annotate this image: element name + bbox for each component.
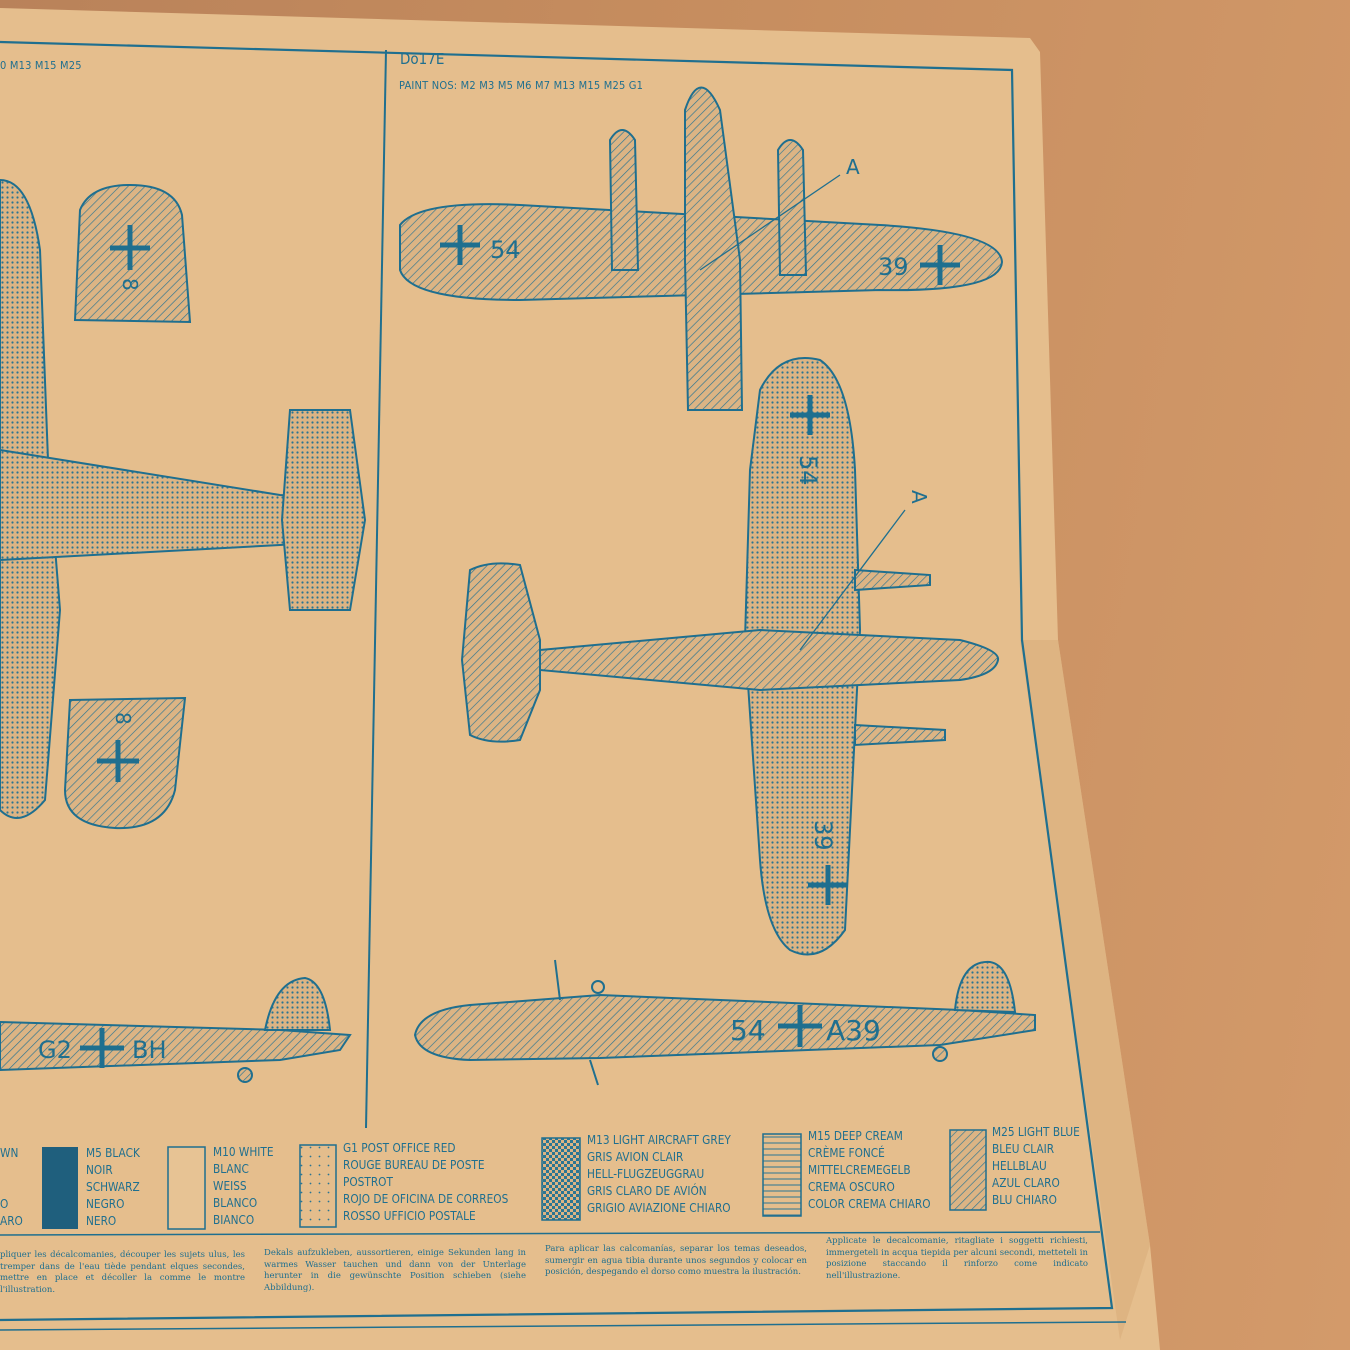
model-title: Do17E [400, 50, 445, 68]
balkenkreuz-icon [440, 225, 960, 285]
balkenkreuz-icon-under [790, 395, 848, 905]
left-plane-underside [0, 178, 367, 819]
swatch-g1 [299, 1144, 337, 1228]
under-wing-code-upper: 54 [794, 455, 822, 486]
swatch-m25 [949, 1129, 987, 1211]
top-wing-code-left: 54 [490, 236, 521, 264]
do17-side-view [413, 959, 1036, 1086]
left-plane-side [0, 976, 352, 1083]
do17-underside-view [460, 357, 1000, 956]
left-tail-code-upper: 8 [118, 278, 142, 291]
instructions-french: pliquer les décalcomanies, découper les … [0, 1250, 245, 1295]
instructions-german: Dekals aufzukleben, aussortieren, einige… [264, 1248, 526, 1293]
callout-label-under: A [907, 490, 931, 504]
outer-border [0, 1321, 1127, 1331]
side-code-left: 54 [730, 1014, 766, 1047]
left-paint-header: 0 M13 M15 M25 [0, 59, 82, 72]
instructions-spanish: Para aplicar las calcomanías, separar lo… [545, 1244, 807, 1277]
do17-top-view [399, 86, 1004, 411]
swatch-m13 [541, 1137, 581, 1221]
center-divider [365, 49, 387, 1129]
paper-fold-shadow [1020, 640, 1150, 1340]
balkenkreuz-icon-side [778, 1005, 822, 1047]
swatch-m5 [42, 1147, 78, 1229]
left-tail-fin-lower [63, 696, 187, 830]
paint-numbers: PAINT NOS: M2 M3 M5 M6 M7 M13 M15 M25 G1 [399, 79, 644, 92]
instructions-italian: Applicate le decalcomanie, ritagliate i … [826, 1236, 1088, 1281]
swatch-m10 [167, 1146, 206, 1230]
under-wing-code-lower: 39 [809, 820, 837, 851]
side-code-right: A39 [826, 1014, 881, 1047]
top-wing-code-right: 39 [878, 253, 909, 281]
left-side-code-b: BH [132, 1036, 167, 1064]
left-tail-code-lower: 8 [111, 712, 135, 725]
swatch-m15 [762, 1133, 802, 1217]
left-tail-fin-upper [73, 183, 192, 324]
callout-label-top: A [846, 155, 860, 179]
legend-divider [0, 1231, 1101, 1236]
left-side-code-a: G2 [38, 1036, 72, 1064]
sheet-border [0, 40, 1114, 1322]
